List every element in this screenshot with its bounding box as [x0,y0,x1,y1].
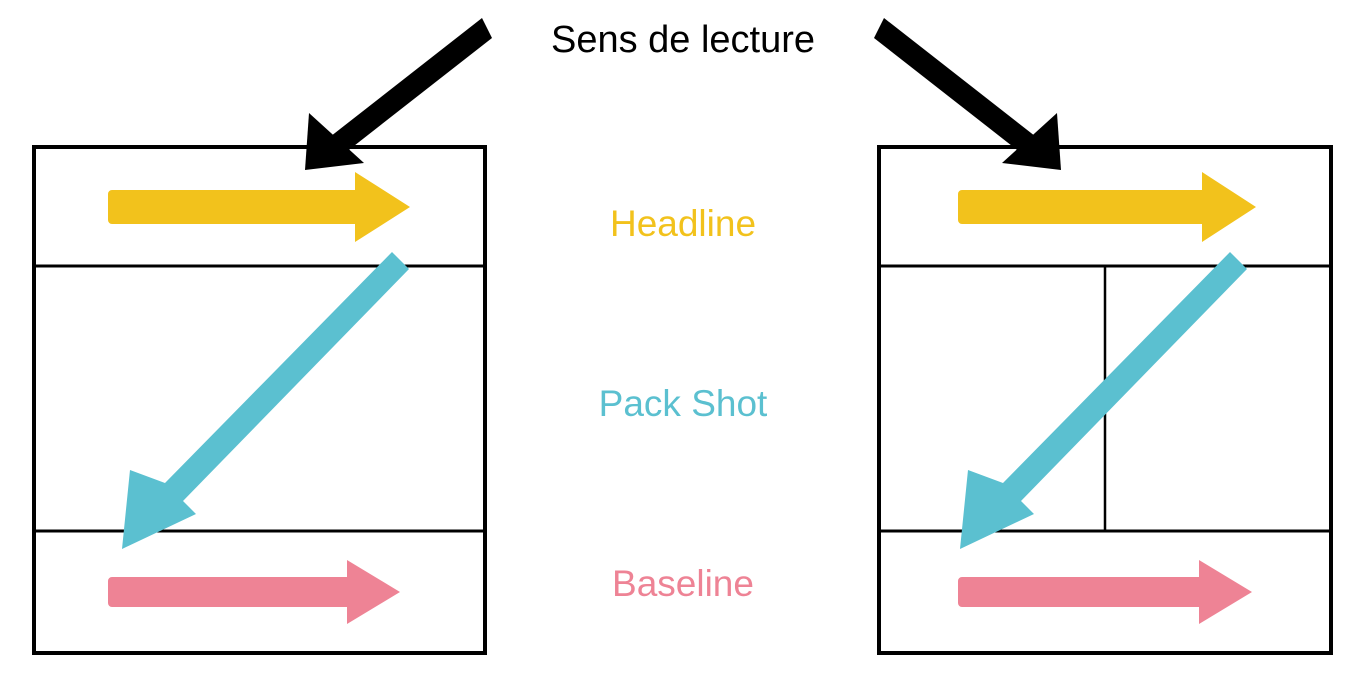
left-layout-frame [32,145,487,655]
page-title: Sens de lecture [551,19,815,61]
label-baseline: Baseline [612,563,754,604]
reading-arrow-shaft [326,18,492,160]
right-packshot-arrow [960,252,1247,549]
baseline-arrow-shape [108,560,400,624]
reading-arrow-head [305,113,364,170]
left-layout[interactable] [32,145,487,655]
right-layout[interactable] [877,145,1333,655]
right-baseline-arrow [958,560,1252,624]
left-headline-arrow [108,172,410,242]
headline-arrow-shape [958,172,1256,242]
reading-direction-arrow-left [305,18,492,170]
right-layout-frame [877,145,1333,655]
reading-direction-arrow-right [874,18,1061,170]
headline-arrow-shape [108,172,410,242]
right-packshot-zone-right[interactable] [1107,268,1329,529]
label-packshot: Pack Shot [599,383,768,424]
reading-arrow-head [1002,113,1061,170]
right-headline-arrow [958,172,1256,242]
packshot-arrow-shape [960,252,1247,549]
reading-arrow-shaft [874,18,1040,160]
packshot-arrow-shape [122,252,409,549]
left-packshot-arrow [122,252,409,549]
baseline-arrow-shape [958,560,1252,624]
label-headline: Headline [610,203,756,244]
left-baseline-arrow [108,560,400,624]
